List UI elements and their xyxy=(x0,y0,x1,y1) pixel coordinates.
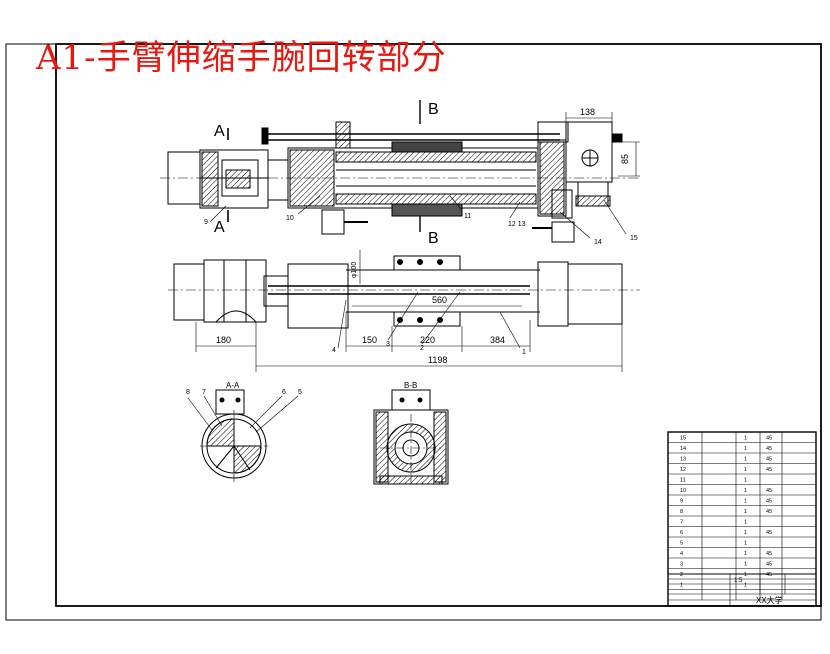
dim-220: 220 xyxy=(420,335,435,345)
parts-row-no: 12 xyxy=(680,467,686,473)
parts-row-material: 45 xyxy=(766,509,772,515)
parts-row-no: 8 xyxy=(680,509,683,515)
dim-150: 150 xyxy=(362,335,377,345)
parts-row-qty: 1 xyxy=(744,499,747,505)
view-labels: A A B B A-A B-B xyxy=(214,101,439,390)
parts-row-no: 3 xyxy=(680,562,683,568)
parts-row-no: 13 xyxy=(680,457,686,463)
parts-row-material: 45 xyxy=(766,572,772,578)
callout-1: 1 xyxy=(522,349,526,356)
callout-10: 10 xyxy=(286,215,294,222)
parts-row-material: 45 xyxy=(766,488,772,494)
parts-row-qty: 1 xyxy=(744,520,747,526)
parts-row-qty: 1 xyxy=(744,436,747,442)
scale-value: 1:5 xyxy=(734,578,743,584)
dim-384: 384 xyxy=(490,335,505,345)
parts-row-qty: 1 xyxy=(744,541,747,547)
parts-row-no: 15 xyxy=(680,436,686,442)
parts-row-no: 2 xyxy=(680,572,683,578)
school-name: XX大学 xyxy=(756,595,783,605)
parts-row-no: 7 xyxy=(680,520,683,526)
section-b-bottom-label: B xyxy=(428,230,439,247)
dim-560: 560 xyxy=(432,295,447,305)
callout-labels: 10 11 12 13 14 15 9 1 2 3 4 5 6 7 8 xyxy=(186,213,638,396)
callout-11: 11 xyxy=(464,213,471,220)
drawing-title: A1-手臂伸缩手腕回转部分 xyxy=(36,38,447,78)
section-a-bottom-label: A xyxy=(214,219,225,236)
parts-row-no: 1 xyxy=(680,583,683,589)
parts-row-qty: 1 xyxy=(744,478,747,484)
callout-14: 14 xyxy=(594,239,602,246)
callout-6: 6 xyxy=(282,389,286,396)
callout-7: 7 xyxy=(202,389,206,396)
section-b-top-label: B xyxy=(428,101,439,118)
parts-row-qty: 1 xyxy=(744,551,747,557)
inner-frame xyxy=(55,43,822,607)
parts-row-qty: 1 xyxy=(744,509,747,515)
parts-row-material: 45 xyxy=(766,499,772,505)
parts-row-no: 4 xyxy=(680,551,683,557)
parts-row-no: 11 xyxy=(680,478,686,484)
callout-12: 12 13 xyxy=(508,221,526,228)
dim-phi: φ100 xyxy=(351,262,358,278)
parts-row-no: 5 xyxy=(680,541,683,547)
parts-row-material: 45 xyxy=(766,467,772,473)
parts-row-no: 10 xyxy=(680,488,686,494)
callout-3: 3 xyxy=(386,341,390,348)
parts-row-qty: 1 xyxy=(744,488,747,494)
callout-9: 9 xyxy=(204,219,208,226)
dim-1198: 1198 xyxy=(428,355,447,365)
parts-row-material: 45 xyxy=(766,551,772,557)
parts-row-no: 6 xyxy=(680,530,683,536)
parts-row-qty: 1 xyxy=(744,583,747,589)
section-a-top-label: A xyxy=(214,123,225,140)
parts-row-material: 45 xyxy=(766,530,772,536)
dim-85: 85 xyxy=(620,154,630,164)
callout-8: 8 xyxy=(186,389,190,396)
parts-row-material: 45 xyxy=(766,436,772,442)
callout-5: 5 xyxy=(298,389,302,396)
parts-row-qty: 1 xyxy=(744,457,747,463)
callout-15: 15 xyxy=(630,235,638,242)
parts-row-material: 45 xyxy=(766,457,772,463)
outer-frame xyxy=(5,43,822,621)
parts-row-qty: 1 xyxy=(744,562,747,568)
section-aa-title: A-A xyxy=(226,381,240,390)
callout-2: 2 xyxy=(420,345,424,352)
top-section-view xyxy=(160,100,640,243)
dim-180: 180 xyxy=(216,335,231,345)
parts-row-no: 14 xyxy=(680,446,686,452)
dim-138: 138 xyxy=(580,107,595,117)
parts-row-qty: 1 xyxy=(744,467,747,473)
section-bb-view xyxy=(373,389,449,485)
parts-row-qty: 1 xyxy=(744,446,747,452)
section-aa-view xyxy=(187,389,299,482)
parts-row-material: 45 xyxy=(766,562,772,568)
callout-4: 4 xyxy=(332,347,336,354)
parts-row-qty: 1 xyxy=(744,530,747,536)
section-bb-title: B-B xyxy=(404,381,417,390)
parts-row-no: 9 xyxy=(680,499,683,505)
parts-row-qty: 1 xyxy=(744,572,747,578)
plan-view xyxy=(168,250,640,372)
parts-row-material: 45 xyxy=(766,446,772,452)
dimension-labels: 138 85 560 150 220 384 180 1198 φ100 xyxy=(216,107,630,365)
